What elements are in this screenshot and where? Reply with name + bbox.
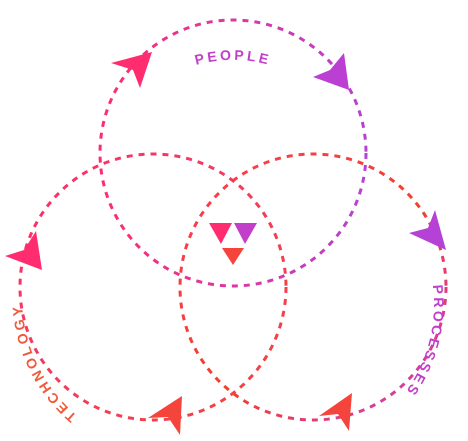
- people-circle: [98, 18, 368, 288]
- label-technology: TECHNOLOGY: [9, 303, 79, 425]
- three-way-triangle-icon: [209, 223, 257, 265]
- label-people: PEOPLE: [193, 47, 273, 68]
- arrow-icon: [409, 210, 446, 250]
- arrow-icon: [313, 53, 349, 90]
- arrow-icon: [319, 393, 352, 431]
- label-processes: PROCESSES: [402, 284, 447, 400]
- arrow-icon: [148, 396, 182, 435]
- processes-circle: [178, 152, 448, 422]
- technology-circle: [18, 152, 288, 422]
- arrow-icon: [111, 52, 152, 88]
- arrow-icon: [5, 231, 42, 270]
